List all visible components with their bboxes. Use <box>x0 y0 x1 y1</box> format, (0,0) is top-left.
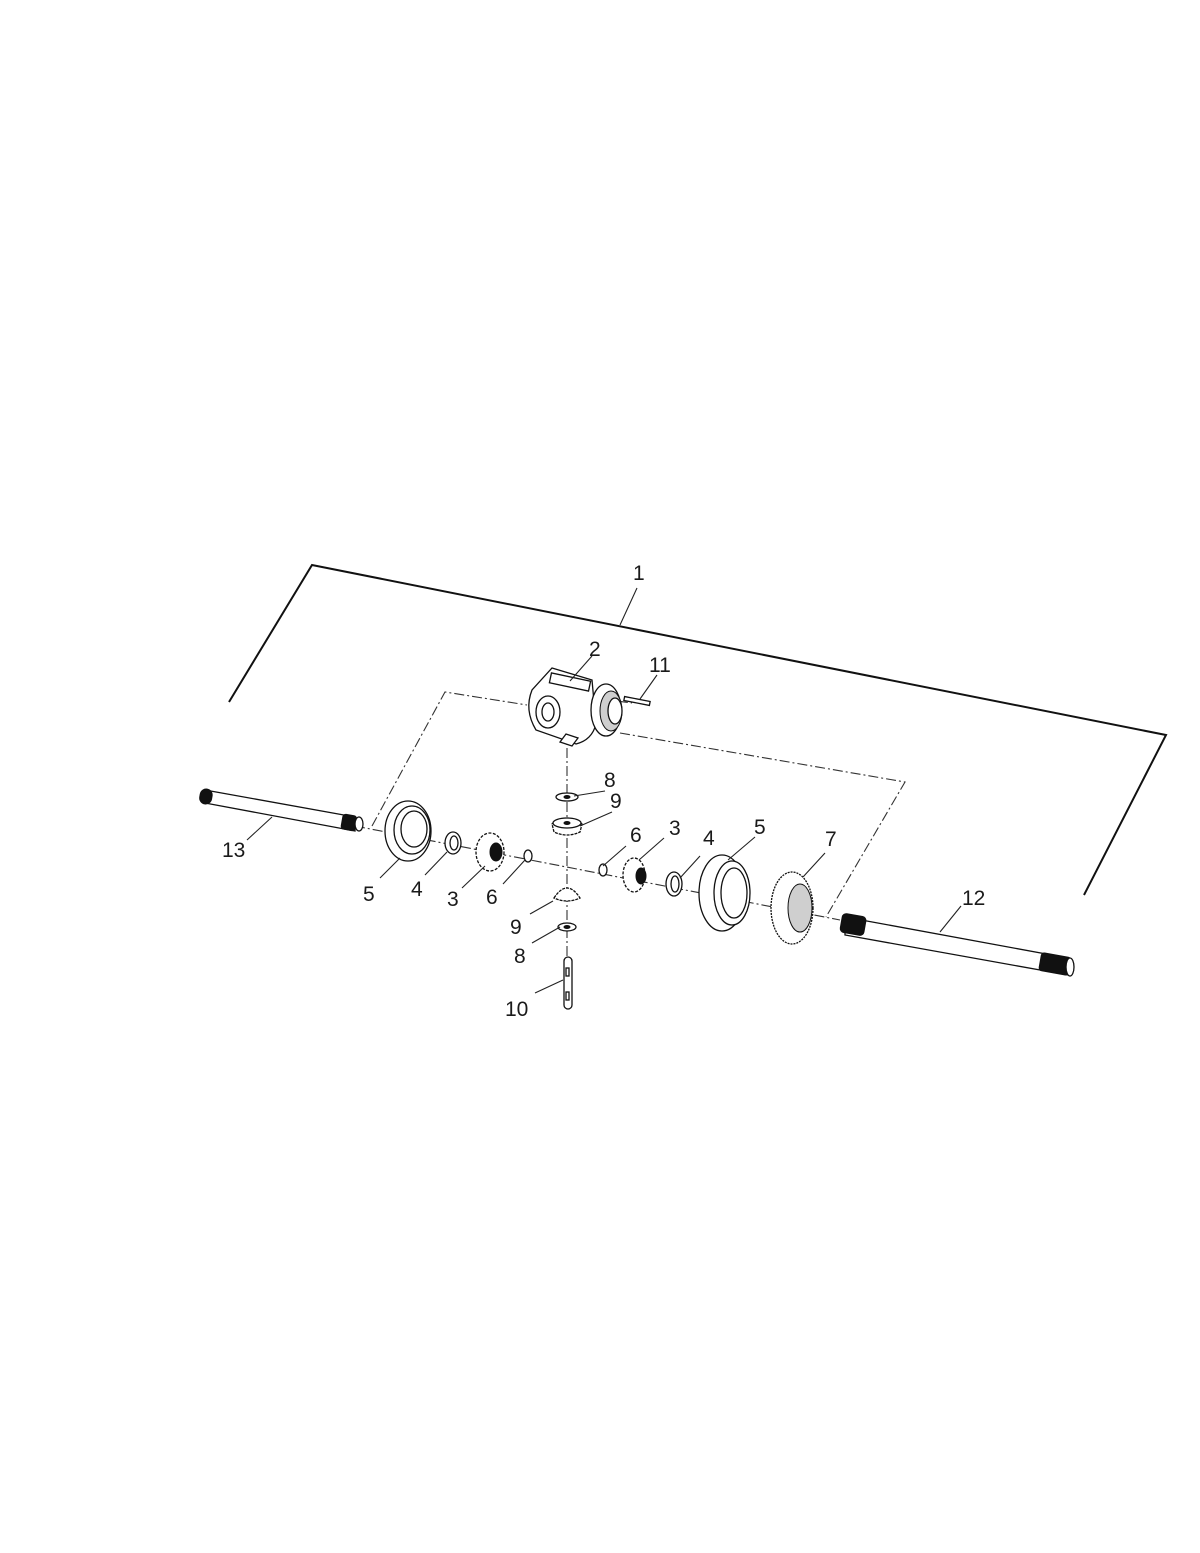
pin <box>623 695 651 707</box>
bearing-right <box>698 854 751 932</box>
callout-9b: 9 <box>510 916 522 939</box>
ring-gear <box>770 871 814 945</box>
callout-5a: 5 <box>363 883 375 906</box>
callout-3b: 3 <box>669 817 681 840</box>
callout-6a: 6 <box>486 886 498 909</box>
callout-labels: 1 2 11 8 9 13 5 4 3 6 6 3 4 5 7 9 8 10 1… <box>222 562 985 1021</box>
axle-shaft-right <box>839 913 1075 977</box>
washer-left <box>444 831 462 855</box>
callout-10: 10 <box>505 998 528 1021</box>
callout-13: 13 <box>222 839 245 862</box>
callout-8a: 8 <box>604 769 616 792</box>
callout-4a: 4 <box>411 878 423 901</box>
side-gear-left <box>475 832 505 872</box>
washer-lower <box>557 922 577 932</box>
differential-case <box>528 667 623 747</box>
callout-11: 11 <box>649 654 671 677</box>
assembly-bracket <box>228 563 1168 896</box>
pinion-gear-lower <box>553 887 581 902</box>
axle-shaft-left <box>199 788 364 832</box>
bearing-left <box>384 800 432 862</box>
callout-8b: 8 <box>514 945 526 968</box>
callout-9a: 9 <box>610 790 622 813</box>
callout-7: 7 <box>825 828 837 851</box>
callout-4b: 4 <box>703 827 715 850</box>
side-gear-right <box>622 857 647 893</box>
callout-5b: 5 <box>754 816 766 839</box>
snap-ring-left <box>523 849 533 863</box>
washer-upper <box>555 792 579 802</box>
leader-lines <box>246 655 962 994</box>
snap-ring-right <box>598 863 608 877</box>
callout-3a: 3 <box>447 888 459 911</box>
callout-12: 12 <box>962 887 985 910</box>
callout-1: 1 <box>633 562 645 585</box>
callout-6b: 6 <box>630 824 642 847</box>
callout-2: 2 <box>589 638 601 661</box>
washer-right <box>665 871 683 897</box>
pinion-gear-upper <box>551 817 583 836</box>
assembly-centerlines <box>354 691 906 960</box>
pinion-shaft <box>563 956 573 1010</box>
